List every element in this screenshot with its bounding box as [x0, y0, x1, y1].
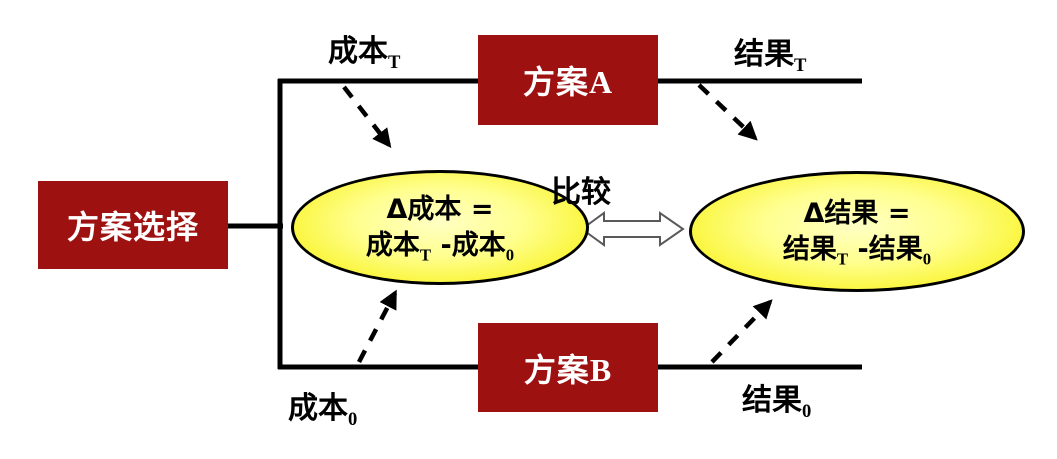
result-t-label: 结果T: [734, 37, 807, 76]
delta-cost-ellipse: Δ成本 = 成本T -成本0: [291, 170, 589, 285]
result-0-dashed-arrow: [710, 299, 773, 364]
choice-box-label: 方案选择: [66, 208, 199, 246]
delta-cost-line1: Δ成本 =: [386, 194, 494, 226]
plan-a-box-label: 方案A: [522, 63, 614, 101]
result-t-dashed-arrow: [697, 83, 758, 141]
result-0-label: 结果0: [742, 383, 812, 422]
cost-0-dashed-arrow: [357, 289, 397, 364]
cost-0-label: 成本0: [288, 391, 358, 430]
choice-box: 方案选择: [38, 181, 228, 269]
plan-a-box: 方案A: [478, 35, 658, 125]
compare-double-arrow: [580, 211, 685, 247]
cost-t-label: 成本T: [328, 34, 401, 73]
cost-t-dashed-arrow: [342, 85, 392, 148]
delta-cost-line2: 成本T -成本0: [365, 229, 515, 264]
compare-label: 比较: [551, 175, 611, 210]
plan-b-box: 方案B: [478, 323, 658, 412]
delta-result-ellipse: Δ结果 = 结果T -结果0: [689, 171, 1025, 292]
plan-b-box-label: 方案B: [523, 350, 613, 389]
delta-result-line2: 结果T -结果0: [782, 233, 932, 268]
delta-result-line1: Δ结果 =: [803, 198, 911, 230]
